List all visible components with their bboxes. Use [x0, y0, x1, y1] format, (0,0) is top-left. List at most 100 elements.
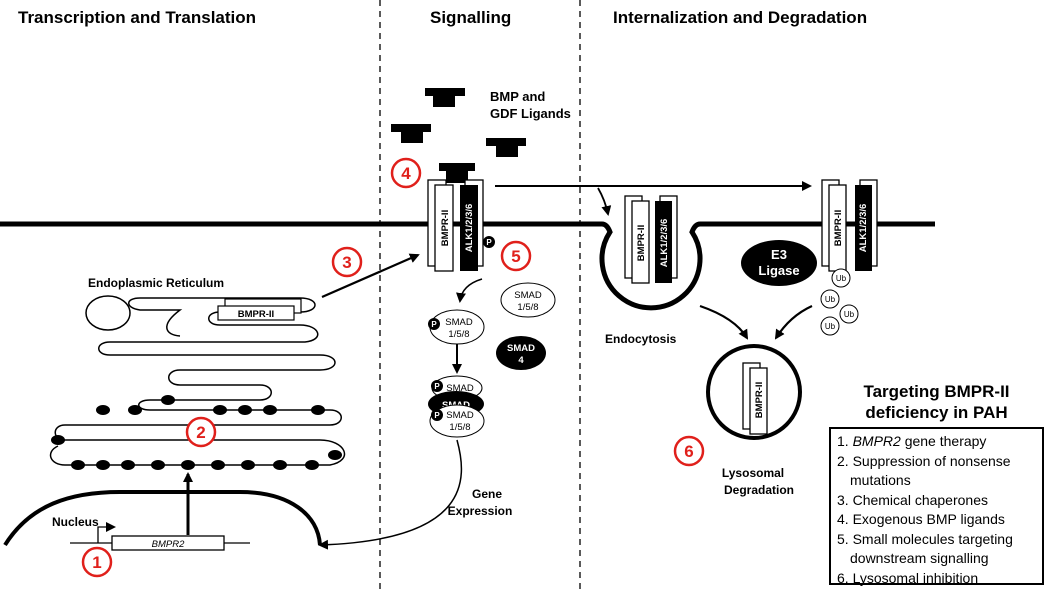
smad4: SMAD 4 [496, 336, 546, 370]
legend-item-emphasis: BMPR2 [852, 433, 901, 449]
receptor-label-bmpr2: BMPR-II [754, 382, 765, 418]
smad4-sub: 4 [518, 355, 524, 366]
lysosome: BMPR-II [706, 344, 802, 440]
marker-number: 4 [401, 164, 411, 183]
plasma-membrane [0, 221, 935, 311]
smad-sub: 1/5/8 [517, 302, 538, 313]
marker-number: 2 [196, 423, 205, 442]
smad-r-phospho: P SMAD 1/5/8 [428, 309, 485, 345]
section-header-transcription: Transcription and Translation [18, 8, 256, 27]
receptor-label-bmpr2: BMPR-II [440, 210, 451, 246]
legend-title: Targeting BMPR-II deficiency in PAH [829, 381, 1044, 423]
legend-item: 6. Lysosomal inhibition [837, 569, 1042, 589]
lysosomal-label-line1: Lysosomal [722, 466, 784, 480]
e3-ligase: E3 Ligase [741, 240, 817, 286]
marker-number: 5 [511, 247, 520, 266]
smad-label: SMAD [446, 410, 474, 421]
legend-item-text: mutations [850, 472, 911, 488]
smad-label: SMAD [446, 383, 474, 394]
marker-2: 2 [185, 416, 217, 448]
legend-item-text: Chemical chaperones [848, 491, 988, 508]
smad4-label: SMAD [507, 343, 535, 354]
smad-sub: 1/5/8 [448, 329, 469, 340]
marker-5: 5 [500, 240, 532, 272]
legend-item-number: 4. [837, 511, 849, 527]
phospho-p: P [486, 238, 492, 247]
legend-title-line2: deficiency in PAH [865, 403, 1008, 422]
ub-label: Ub [844, 310, 855, 319]
nucleus-envelope [3, 490, 322, 547]
gene-box [111, 535, 225, 551]
ligand-shape [425, 88, 465, 107]
endocytosis-label: Endocytosis [605, 332, 677, 346]
receptor-label-alk: ALK1/2/3/6 [659, 219, 670, 268]
smad-label: SMAD [514, 290, 542, 301]
er-membrane [49, 297, 346, 466]
bound-ligand [439, 163, 475, 183]
receptor-label-alk: ALK1/2/3/6 [464, 204, 475, 253]
marker-3: 3 [331, 246, 363, 278]
arrow-endo-to-lysosome [699, 304, 749, 340]
legend-title-line1: Targeting BMPR-II [863, 382, 1010, 401]
legend-item: 5. Small molecules targeting [837, 530, 1042, 550]
marker-1: 1 [81, 546, 113, 578]
legend-item-number: 2. [837, 452, 849, 469]
e3-label-line1: E3 [771, 247, 787, 262]
gene-expression-line2: Expression [448, 504, 513, 518]
ub-label: Ub [836, 274, 847, 283]
receptor-complex-ubiquitinated: BMPR-II ALK1/2/3/6 [821, 179, 878, 272]
marker-number: 3 [342, 253, 351, 272]
gene-expression-line1: Gene [472, 487, 502, 501]
marker-6: 6 [673, 435, 705, 467]
arrow-smad-phosphorylation [456, 278, 483, 303]
legend-item-text: Suppression of nonsense [848, 452, 1011, 469]
legend-item: mutations [837, 471, 1042, 491]
lysosomal-label-line2: Degradation [724, 483, 794, 497]
smad-complex: P SMAD SMAD P SMAD 1/5/8 [428, 375, 485, 438]
ub-label: Ub [825, 322, 836, 331]
legend-item-number: 1. [837, 433, 849, 449]
ligands-label-line2: GDF Ligands [490, 106, 571, 121]
legend-item: 4. Exogenous BMP ligands [837, 510, 1042, 530]
legend-item-number: 5. [837, 530, 849, 547]
legend-item-text: Small molecules targeting [848, 530, 1013, 547]
marker-4: 4 [390, 157, 422, 189]
receptor-complex-endocytosis: BMPR-II ALK1/2/3/6 [624, 195, 678, 284]
smad-sub: 1/5/8 [449, 422, 470, 433]
nucleus-label: Nucleus [52, 515, 99, 529]
legend-item-text: downstream signalling [850, 550, 989, 566]
ligand-shape [486, 138, 526, 157]
legend-item-text: gene therapy [900, 433, 987, 449]
receptor-label-bmpr2: BMPR-II [833, 210, 844, 246]
er-vesicle [85, 295, 131, 331]
er-membrane-top [128, 297, 183, 337]
receptor-label-alk: ALK1/2/3/6 [858, 204, 869, 253]
marker-number: 1 [92, 553, 101, 572]
arrow-ub-to-lysosome [774, 304, 813, 340]
legend-item: 2. Suppression of nonsense [837, 452, 1042, 472]
section-header-signalling: Signalling [430, 8, 511, 27]
smad-r-free: SMAD 1/5/8 [500, 282, 556, 318]
legend-item-text: Lysosomal inhibition [848, 569, 979, 586]
legend-item: 1. BMPR2 gene therapy [837, 432, 1042, 452]
receptor-label-bmpr2: BMPR-II [636, 225, 647, 261]
transcription-start-arrow [97, 522, 116, 543]
legend-item-number: 3. [837, 491, 849, 508]
ubiquitin-chain: Ub Ub Ub Ub [820, 268, 859, 336]
legend-item: 3. Chemical chaperones [837, 491, 1042, 511]
legend-item-number: 6. [837, 569, 849, 586]
legend-item-text: Exogenous BMP ligands [848, 511, 1005, 527]
receptor-complex-signalling: BMPR-II ALK1/2/3/6 P [427, 179, 495, 272]
phospho-p: P [431, 320, 437, 329]
ligands-label-line1: BMP and [490, 89, 545, 104]
arrow-to-endocytosis [597, 187, 612, 216]
section-header-internalization: Internalization and Degradation [613, 8, 867, 27]
ribosomes [51, 395, 342, 470]
marker-number: 6 [684, 442, 693, 461]
er-bmpr2-protein: BMPR-II [217, 298, 302, 321]
er-label: Endoplasmic Reticulum [88, 276, 224, 290]
smad-label: SMAD [445, 317, 473, 328]
phospho-p: P [434, 411, 440, 420]
